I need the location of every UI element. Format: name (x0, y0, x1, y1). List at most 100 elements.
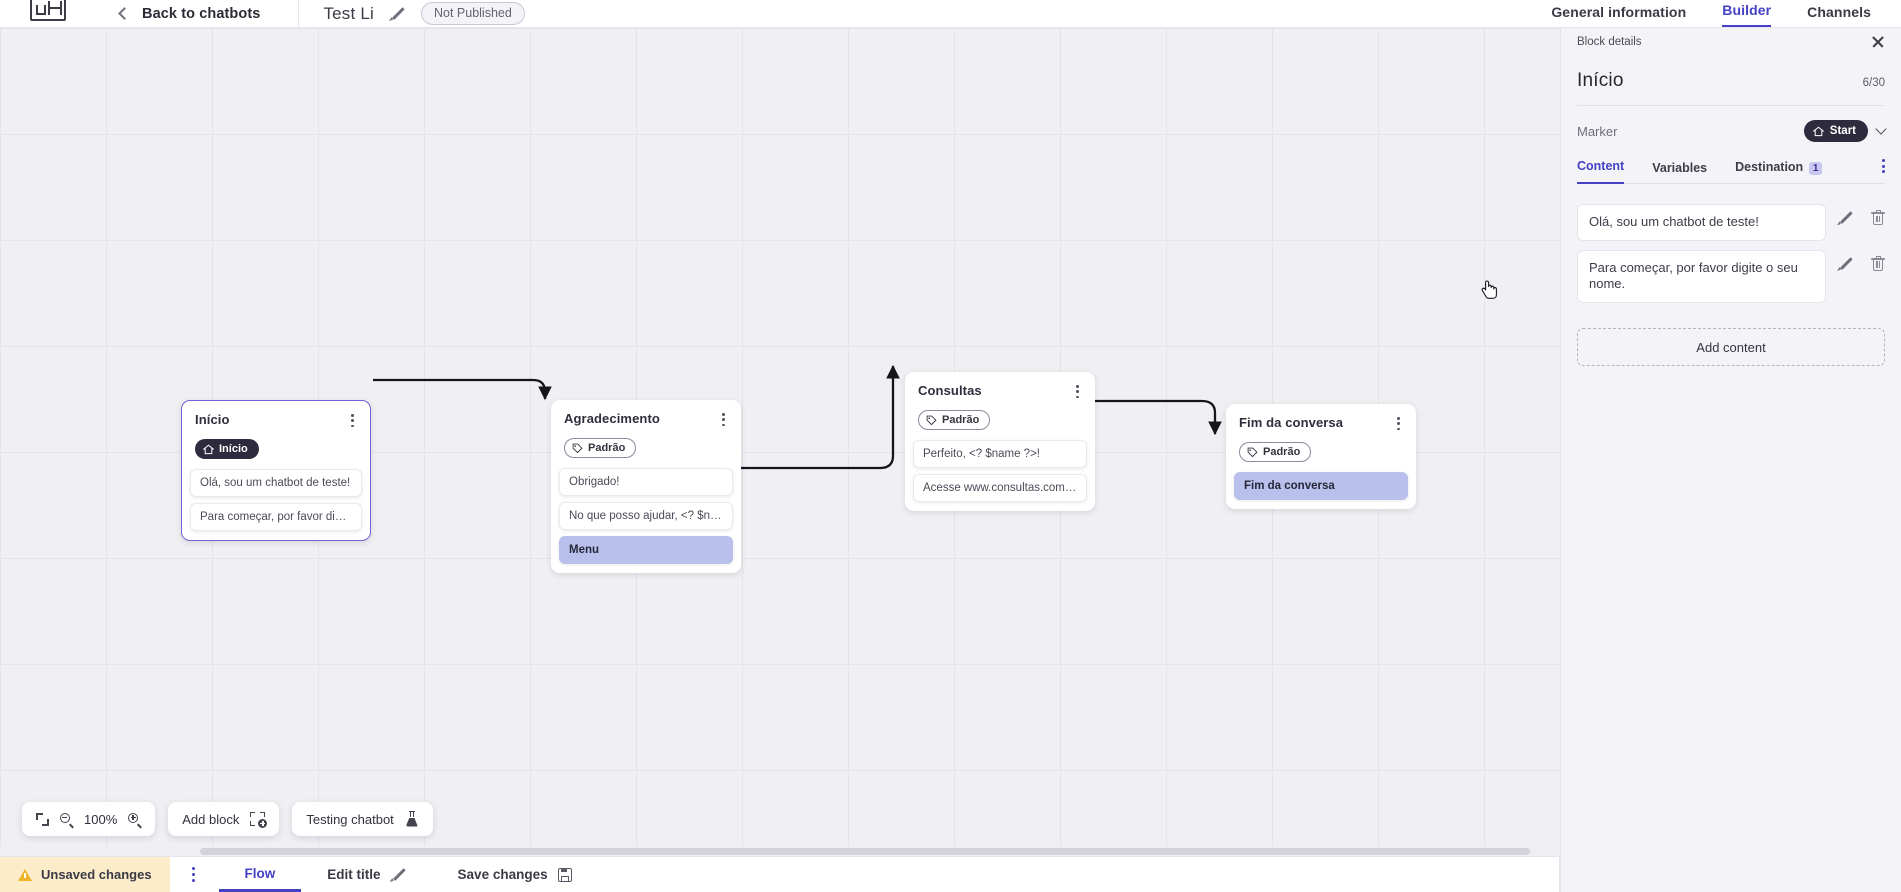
panel-body: Início 6/30 Marker Start Content Variabl… (1577, 60, 1887, 185)
fit-screen-icon[interactable] (36, 812, 49, 826)
back-to-chatbots-label: Back to chatbots (142, 5, 261, 22)
canvas-horizontal-scrollbar[interactable] (0, 847, 1560, 856)
save-changes-button[interactable]: Save changes (432, 857, 598, 892)
node-chip[interactable]: Perfeito, <? $name ?>! (913, 439, 1087, 468)
tab-variables[interactable]: Variables (1652, 161, 1708, 176)
flow-edges (373, 364, 1222, 470)
unsaved-changes-label: Unsaved changes (41, 867, 152, 882)
divider (1577, 105, 1885, 106)
node-menu-icon[interactable] (719, 411, 728, 428)
node-chip[interactable]: Olá, sou um chatbot de teste! (190, 468, 362, 497)
edit-content-pencil-icon[interactable] (1837, 210, 1854, 226)
node-badge-default: Padrão (1239, 442, 1312, 463)
flow-canvas[interactable]: Início Início Olá, sou um chatbot de tes… (0, 28, 1560, 856)
add-block-button[interactable]: Add block (168, 802, 280, 836)
save-changes-label: Save changes (457, 867, 548, 882)
add-block-label: Add block (182, 811, 240, 827)
node-chip[interactable]: Obrigado! (559, 467, 733, 496)
node-body: Olá, sou um chatbot de teste! Para começ… (182, 468, 370, 540)
node-menu-icon[interactable] (348, 412, 357, 429)
node-chip-highlighted[interactable]: Menu (559, 535, 733, 564)
node-chip-highlighted[interactable]: Fim da conversa (1234, 471, 1408, 500)
tab-content[interactable]: Content (1577, 159, 1625, 185)
node-badge-label: Padrão (588, 442, 626, 455)
content-item-actions (1837, 204, 1885, 226)
node-menu-icon[interactable] (1073, 383, 1082, 400)
node-chip[interactable]: Acesse www.consultas.com par... (913, 473, 1087, 502)
edit-content-pencil-icon[interactable] (1837, 256, 1854, 271)
edit-name-pencil-icon[interactable] (388, 6, 405, 21)
node-title: Início (195, 412, 230, 427)
top-bar: Back to chatbots Test Li Not Published G… (0, 0, 1901, 28)
node-badge-default: Padrão (564, 438, 637, 459)
save-disk-icon (557, 867, 572, 882)
close-icon[interactable] (1871, 35, 1885, 49)
edit-title-label: Edit title (327, 867, 381, 882)
flow-node-consultas[interactable]: Consultas Padrão Perfeito, <? $name ?>! … (905, 372, 1095, 511)
content-item-text[interactable]: Olá, sou um chatbot de teste! (1577, 204, 1826, 241)
chevron-down-icon[interactable] (1875, 123, 1887, 135)
zoom-controls: 100% (22, 802, 156, 836)
tab-channels[interactable]: Channels (1807, 4, 1871, 20)
zoom-level: 100% (84, 811, 118, 827)
tag-icon (572, 443, 583, 454)
home-icon (1812, 126, 1824, 136)
character-counter: 6/30 (1862, 77, 1885, 89)
panel-title-row: Início 6/30 (1577, 60, 1885, 92)
node-menu-icon[interactable] (1394, 415, 1403, 432)
tab-general-information[interactable]: General information (1551, 4, 1687, 20)
flow-node-agradecimento[interactable]: Agradecimento Padrão Obrigado! No que po… (551, 400, 741, 573)
tag-icon (1247, 447, 1258, 458)
marker-value-chip[interactable]: Start (1803, 120, 1868, 142)
content-item-actions (1837, 250, 1885, 271)
marker-select[interactable]: Start (1803, 120, 1887, 142)
zoom-in-icon[interactable] (128, 812, 143, 829)
home-icon (203, 444, 214, 455)
bot-name: Test Li (323, 3, 374, 23)
flow-node-fim-da-conversa[interactable]: Fim da conversa Padrão Fim da conversa (1226, 404, 1416, 509)
node-badge-label: Padrão (1263, 446, 1301, 459)
tab-builder[interactable]: Builder (1722, 2, 1772, 27)
content-item-text[interactable]: Para começar, por favor digite o seu nom… (1577, 249, 1826, 304)
scrollbar-thumb[interactable] (200, 848, 1530, 855)
node-chip[interactable]: No que posso ajudar, <? $name ... (559, 501, 733, 530)
node-header: Agradecimento Padrão (551, 400, 741, 468)
node-title: Agradecimento (564, 411, 660, 426)
statusbar-tab-flow[interactable]: Flow (218, 857, 302, 892)
mouse-cursor-pointer (1481, 280, 1497, 299)
more-vertical-icon[interactable] (191, 867, 195, 882)
status-bar: Unsaved changes Flow Edit title Save change… (0, 856, 1560, 892)
block-details-panel: Block details Início 6/30 Marker Start (1560, 28, 1901, 892)
edit-title-button[interactable]: Edit title (301, 857, 431, 892)
node-chip[interactable]: Para começar, por favor digite o ... (190, 502, 362, 531)
bot-title-group: Test Li Not Published (323, 2, 525, 25)
edit-title-pencil-icon (389, 867, 406, 882)
node-body: Fim da conversa (1226, 471, 1416, 509)
unsaved-changes-indicator: Unsaved changes (0, 857, 170, 892)
testing-chatbot-button[interactable]: Testing chatbot (292, 802, 433, 836)
node-badge-start: Início (195, 439, 259, 460)
testing-chatbot-label: Testing chatbot (306, 811, 394, 827)
node-badge-default: Padrão (918, 410, 991, 431)
top-tabs: General information Builder Channels (1551, 0, 1871, 27)
delete-content-trash-icon[interactable] (1871, 255, 1885, 271)
add-content-button[interactable]: Add content (1577, 328, 1885, 367)
node-header: Consultas Padrão (905, 372, 1095, 440)
app-logo-icon[interactable] (30, 0, 66, 21)
zoom-out-icon[interactable] (60, 812, 74, 829)
panel-header: Block details (1561, 28, 1901, 56)
back-to-chatbots-button[interactable]: Back to chatbots (118, 5, 261, 22)
tag-icon (926, 415, 937, 426)
marker-value-label: Start (1829, 125, 1856, 137)
flow-node-inicio[interactable]: Início Início Olá, sou um chatbot de tes… (181, 400, 371, 541)
node-badge-label: Início (219, 443, 248, 456)
node-body: Perfeito, <? $name ?>! Acesse www.consul… (905, 439, 1095, 511)
delete-content-trash-icon[interactable] (1871, 210, 1885, 226)
marker-label: Marker (1577, 123, 1618, 139)
more-vertical-icon[interactable] (1882, 159, 1885, 184)
content-items-list: Olá, sou um chatbot de teste! Para começ… (1577, 204, 1885, 304)
warning-triangle-icon (18, 868, 32, 881)
node-header: Início Início (182, 401, 370, 469)
